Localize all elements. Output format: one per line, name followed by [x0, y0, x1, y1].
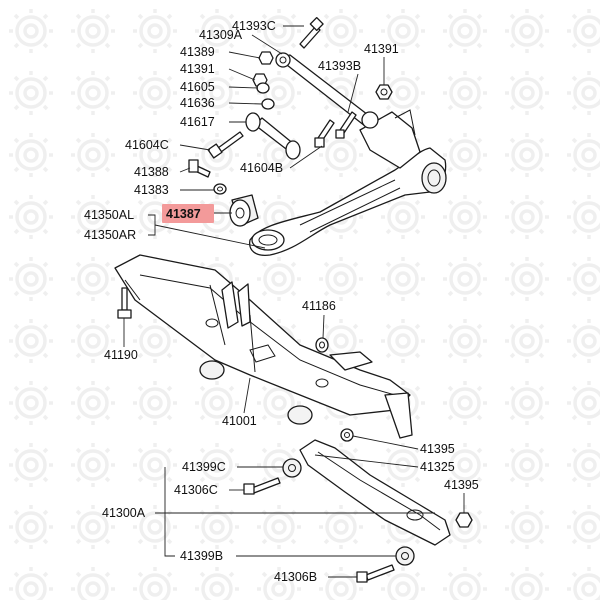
label-41383: 41383: [134, 183, 169, 197]
label-41391-left: 41391: [180, 62, 215, 76]
label-41186: 41186: [302, 299, 336, 313]
nut-41391-upper: [375, 84, 393, 100]
part-labels: 41393C 41309A 41389 41391 41605 41636 41…: [84, 19, 479, 584]
nut-41395-lower: [455, 512, 473, 528]
label-41393B: 41393B: [318, 59, 361, 73]
bolt-41604C: [207, 131, 244, 159]
label-41325: 41325: [420, 460, 455, 474]
label-41391-right: 41391: [364, 42, 399, 56]
label-41350AR: 41350AR: [84, 228, 136, 242]
crossmember-41001: [114, 254, 413, 439]
label-41399B: 41399B: [180, 549, 223, 563]
leader-lines: [123, 25, 465, 578]
bushing-41399C: [282, 458, 302, 478]
nut-41395-upper: [340, 428, 354, 442]
label-41604C: 41604C: [125, 138, 169, 152]
highlight-box: [162, 204, 214, 223]
lower-arm-41300A: [299, 439, 451, 546]
label-41388: 41388: [134, 165, 169, 179]
label-41636: 41636: [180, 96, 215, 110]
bolt-41388: [188, 159, 211, 178]
upper-arm-41309A: [275, 52, 379, 129]
bolt-41190: [117, 287, 132, 319]
label-41387-highlighted: 41387: [166, 207, 201, 221]
label-41309A: 41309A: [199, 28, 243, 42]
label-41190: 41190: [104, 348, 138, 362]
label-41617: 41617: [180, 115, 215, 129]
label-41306B: 41306B: [274, 570, 317, 584]
label-41306C: 41306C: [174, 483, 218, 497]
label-41399C: 41399C: [182, 460, 226, 474]
bolt-41393C: [299, 16, 324, 49]
nut-41186: [315, 337, 329, 353]
label-41393C: 41393C: [232, 19, 276, 33]
bolt-41393B: [335, 111, 357, 139]
label-41605: 41605: [180, 80, 215, 94]
lateral-link: [245, 112, 301, 160]
label-41395-upper: 41395: [420, 442, 455, 456]
bolt-41604B: [314, 119, 335, 148]
bolt-41306C: [243, 477, 281, 495]
label-41389: 41389: [180, 45, 215, 59]
label-41604B: 41604B: [240, 161, 283, 175]
label-41395-lower: 41395: [444, 478, 479, 492]
label-41350AL: 41350AL: [84, 208, 134, 222]
washer-41383: [213, 183, 227, 195]
label-41300A: 41300A: [102, 506, 146, 520]
bushing-41387: [229, 194, 259, 227]
bolt-41306B: [356, 564, 395, 583]
bushing-41399B: [395, 546, 415, 566]
label-41001: 41001: [222, 414, 257, 428]
